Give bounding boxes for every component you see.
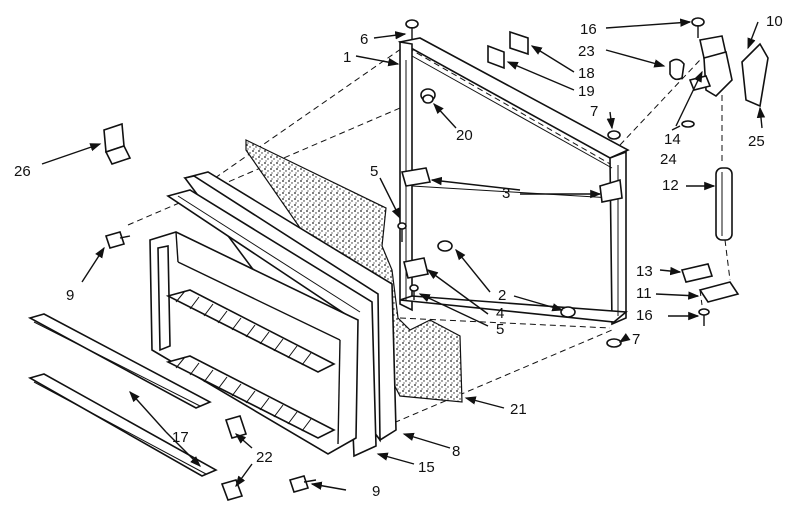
end-caps-part-22 bbox=[220, 415, 248, 501]
callout-4: 4 bbox=[496, 305, 504, 322]
callout-5b: 5 bbox=[496, 321, 504, 338]
callout-21: 21 bbox=[510, 401, 527, 418]
lower-bracket-parts-11-13-16 bbox=[680, 263, 740, 326]
callout-18: 18 bbox=[578, 65, 595, 82]
stopper-part-20 bbox=[420, 88, 436, 104]
callout-2: 2 bbox=[498, 287, 506, 304]
callout-24: 24 bbox=[660, 151, 677, 168]
callout-25: 25 bbox=[748, 133, 765, 150]
callout-9b: 9 bbox=[372, 483, 380, 500]
clip-part-26 bbox=[103, 122, 132, 165]
callout-13: 13 bbox=[636, 263, 653, 280]
washer-part-7 bbox=[606, 130, 622, 348]
callout-labels: 1 2 3 4 5 5 6 7 7 8 9 9 10 11 12 13 14 1… bbox=[14, 13, 783, 500]
callout-16a: 16 bbox=[580, 21, 597, 38]
callout-11: 11 bbox=[636, 285, 652, 302]
screw-part-6 bbox=[405, 19, 419, 40]
callout-17: 17 bbox=[172, 429, 189, 446]
callout-12: 12 bbox=[662, 177, 679, 194]
leader-lines bbox=[41, 18, 766, 491]
callout-20: 20 bbox=[456, 127, 473, 144]
callout-10: 10 bbox=[766, 13, 783, 30]
callout-9a: 9 bbox=[66, 287, 74, 304]
callout-14: 14 bbox=[664, 131, 681, 148]
handle-part-12 bbox=[715, 167, 733, 241]
callout-6: 6 bbox=[360, 31, 368, 48]
lower-shelf-ribs bbox=[175, 356, 312, 432]
callout-26: 26 bbox=[14, 163, 31, 180]
screws-part-9 bbox=[104, 231, 317, 493]
callout-5a: 5 bbox=[370, 163, 378, 180]
callout-15: 15 bbox=[418, 459, 435, 476]
caps-part-2 bbox=[437, 240, 576, 318]
callout-19: 19 bbox=[578, 83, 595, 100]
upper-shelf-ribs bbox=[175, 290, 312, 366]
callout-8: 8 bbox=[452, 443, 460, 460]
callout-16b: 16 bbox=[636, 307, 653, 324]
callout-3: 3 bbox=[502, 185, 510, 202]
pad-parts-18-19 bbox=[487, 30, 529, 70]
door-liner-assembly bbox=[149, 231, 359, 455]
callout-22: 22 bbox=[256, 449, 273, 466]
screws-part-5 bbox=[397, 222, 419, 300]
hinge-plate-part-4 bbox=[403, 257, 429, 279]
callout-7a: 7 bbox=[590, 103, 598, 120]
callout-7b: 7 bbox=[632, 331, 640, 348]
shelf-bars-part-17 bbox=[27, 313, 218, 477]
callout-23: 23 bbox=[578, 43, 595, 60]
callout-1: 1 bbox=[343, 49, 351, 66]
hinge-parts-3 bbox=[400, 167, 623, 203]
